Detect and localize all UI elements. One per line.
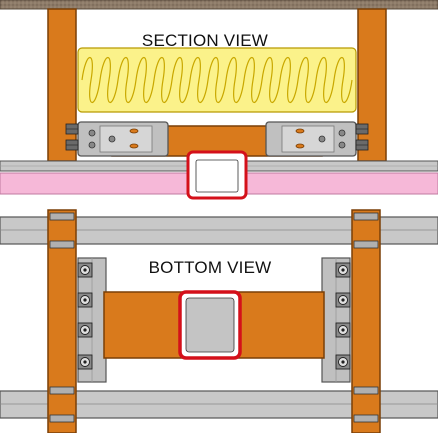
joist-screws-left [65,123,79,151]
fasteners-right [335,262,351,370]
hanger-bracket-right [265,121,357,157]
joist-left [47,8,77,162]
bolt-icon [335,322,351,338]
bolt-icon [335,354,351,370]
steel-tube-bottom [178,290,242,360]
bottom-view-title: BOTTOM VIEW [149,258,272,277]
section-view: SECTION VIEW [0,0,438,200]
bolt-icon [77,292,93,308]
bolt-icon [335,262,351,278]
subfloor [0,0,438,10]
bolt-icon [335,292,351,308]
joist-screws-right [355,123,369,151]
bolt-icon [77,262,93,278]
hanger-bracket-left [77,121,169,157]
bolt-icon [77,322,93,338]
insulation-batt [77,47,357,113]
bolt-icon [77,354,93,370]
joist-right [357,8,387,162]
bottom-view: BOTTOM VIEW [0,209,438,433]
steel-tube-section [186,150,248,200]
channel-clips [49,212,379,423]
section-view-title: SECTION VIEW [142,31,268,50]
fasteners-left [77,262,93,370]
